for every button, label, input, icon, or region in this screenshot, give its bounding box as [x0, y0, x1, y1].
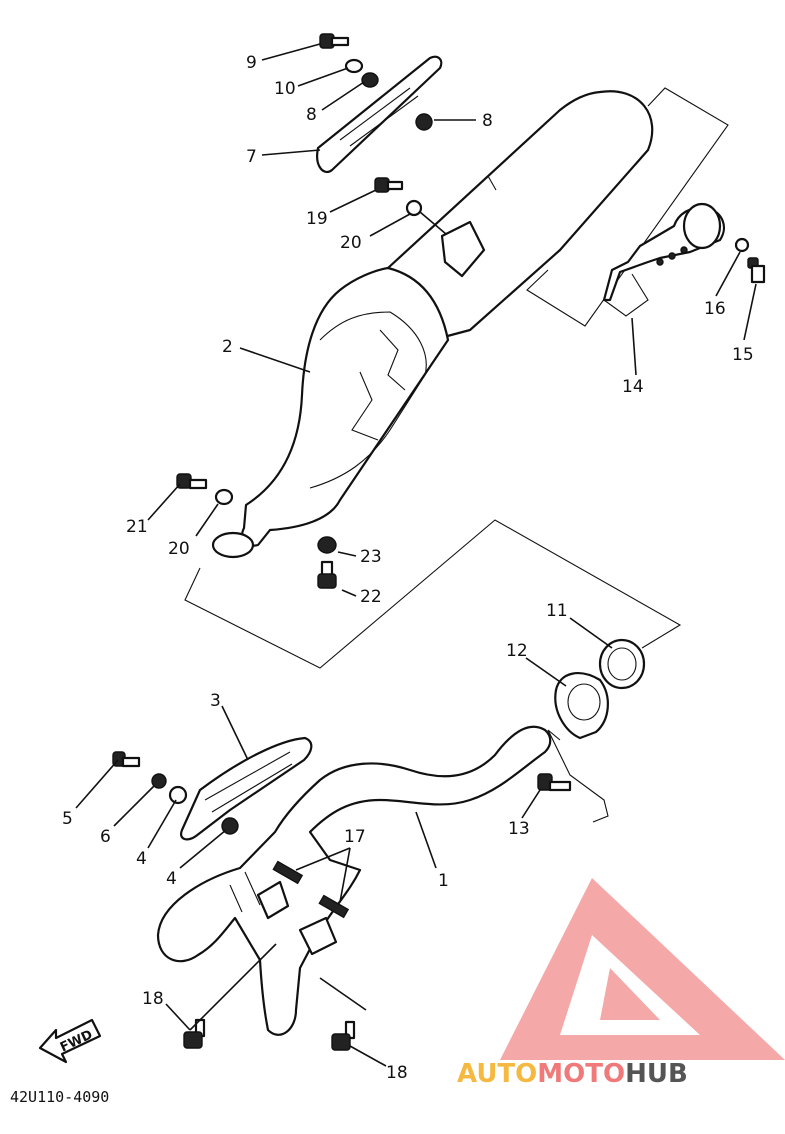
- callout-19: 19: [306, 209, 328, 229]
- callout-18a: 18: [142, 989, 164, 1009]
- nut-18b: [331, 1020, 356, 1051]
- nut-23: [317, 536, 337, 554]
- bolt-21: [176, 473, 208, 490]
- callout-15: 15: [732, 345, 754, 365]
- watermark-part-hub: HUB: [625, 1059, 688, 1089]
- callout-22: 22: [360, 587, 382, 607]
- callout-3: 3: [210, 691, 221, 711]
- callout-8a: 8: [306, 105, 317, 125]
- nut-4a: [168, 785, 188, 805]
- callout-1: 1: [438, 871, 449, 891]
- callout-4a: 4: [136, 849, 147, 869]
- callout-11: 11: [546, 601, 568, 621]
- stud-17a: [272, 860, 304, 885]
- stud-17b: [318, 894, 350, 919]
- exhaust-pipe: [156, 725, 552, 1036]
- nut-8b: [415, 113, 433, 131]
- callout-2: 2: [222, 337, 233, 357]
- washer-20b: [214, 488, 234, 506]
- assembly-outline-muffler: [526, 87, 729, 327]
- callout-23: 23: [360, 547, 382, 567]
- bolt-5: [112, 751, 141, 768]
- diagram-code: 42U110-4090: [10, 1088, 109, 1106]
- baffle-insert: [602, 202, 725, 317]
- washer-6: [151, 773, 167, 789]
- muffler-body: [211, 90, 654, 559]
- callout-12: 12: [506, 641, 528, 661]
- watermark-logo: [500, 878, 785, 1060]
- joint-gasket: [554, 672, 609, 740]
- bolt-15: [747, 257, 766, 284]
- callout-numbers: 9 10 8 8 7 19 20 2 16 15 14 21 20 23 22 …: [62, 53, 754, 1083]
- callout-17: 17: [344, 827, 366, 847]
- leader-lines: [75, 43, 757, 1067]
- callout-13: 13: [508, 819, 530, 839]
- callout-20b: 20: [168, 539, 190, 559]
- callout-18b: 18: [386, 1063, 408, 1083]
- heat-guard-lower: [180, 736, 313, 841]
- callout-8b: 8: [482, 111, 493, 131]
- watermark-part-moto: MOTO: [537, 1059, 625, 1089]
- heat-guard-upper: [316, 55, 443, 174]
- washer-20a: [405, 199, 423, 217]
- callout-9: 9: [246, 53, 257, 73]
- watermark-wordmark: AUTOMOTOHUB: [457, 1059, 688, 1089]
- seal-ring: [598, 638, 646, 690]
- svg-text:AUTOMOTOHUB: AUTOMOTOHUB: [457, 1059, 688, 1089]
- callout-10: 10: [274, 79, 296, 99]
- bolt-19: [374, 177, 404, 193]
- forward-direction-arrow: FWD: [38, 1018, 102, 1064]
- washer-16: [734, 237, 750, 253]
- callout-16: 16: [704, 299, 726, 319]
- nut-8a: [361, 72, 379, 88]
- callout-6: 6: [100, 827, 111, 847]
- callout-21: 21: [126, 517, 148, 537]
- bolt-13: [537, 773, 572, 792]
- nut-18a: [183, 1018, 206, 1049]
- callout-7: 7: [246, 147, 257, 167]
- callout-20a: 20: [340, 233, 362, 253]
- callout-14: 14: [622, 377, 644, 397]
- watermark-part-auto: AUTO: [457, 1059, 537, 1089]
- assembly-outline-joint: [184, 519, 682, 823]
- callout-5: 5: [62, 809, 73, 829]
- callout-4b: 4: [166, 869, 177, 889]
- washer-10: [344, 58, 364, 74]
- bolt-22: [317, 560, 337, 589]
- bolt-9: [319, 33, 350, 49]
